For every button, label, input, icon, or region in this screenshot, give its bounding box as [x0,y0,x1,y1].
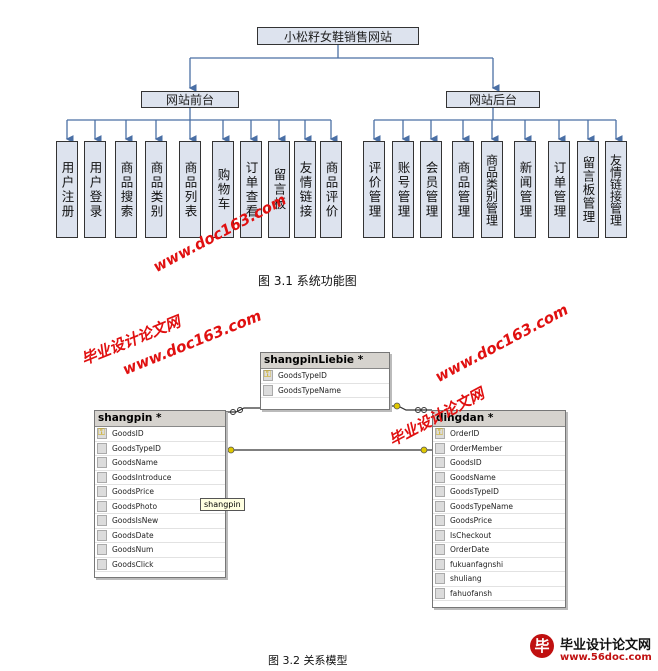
back-leaf: 评价管理 [363,141,385,238]
table-row: ⚿GoodsID [95,427,225,442]
figure1-caption: 图 3.1 系统功能图 [258,274,357,288]
table-shangpinliebie: shangpinLiebie * ⚿GoodsTypeID GoodsTypeN… [260,352,390,410]
key-icon: ⚿ [436,428,443,438]
back-leaf: 商品类别管理 [481,141,503,238]
table-row: GoodsPhoto [95,500,225,514]
front-node: 网站前台 [141,91,239,108]
back-leaf: 友情链接管理 [605,141,627,238]
table-row: GoodsPrice [433,514,565,529]
table-title: shangpin * [95,411,225,427]
table-row: GoodsPrice [95,485,225,500]
table-row: GoodsTypeID [95,442,225,456]
tooltip: shangpin [200,498,245,511]
table-title: dingdan * [433,411,565,427]
figure2-caption: 图 3.2 关系模型 [268,654,348,667]
front-leaf: 商品类别 [145,141,167,238]
table-row: OrderMember [433,442,565,456]
back-node: 网站后台 [446,91,540,108]
footer-url: www.56doc.com [560,652,652,663]
key-icon: ⚿ [98,428,105,438]
table-title: shangpinLiebie * [261,353,389,369]
table-shangpin: shangpin * ⚿GoodsID GoodsTypeID GoodsNam… [94,410,226,578]
table-dingdan: dingdan * ⚿OrderID OrderMember GoodsID G… [432,410,566,608]
front-leaf: 商品搜索 [115,141,137,238]
table-row: shuliang [433,572,565,587]
front-leaf: 用户登录 [84,141,106,238]
footer-title: 毕业设计论文网 [560,638,652,653]
back-leaf: 新闻管理 [514,141,536,238]
table-row: GoodsNum [95,543,225,558]
site-logo-icon: 毕 [530,634,554,658]
front-leaf: 商品列表 [179,141,201,238]
table-row: GoodsIsNew [95,514,225,529]
front-leaf: 订单查看 [240,141,262,238]
back-leaf: 账号管理 [392,141,414,238]
back-leaf: 商品管理 [452,141,474,238]
back-leaf: 订单管理 [548,141,570,238]
table-row: GoodsDate [95,529,225,543]
front-leaf: 购物车 [212,141,234,238]
table-row: GoodsClick [95,558,225,572]
back-leaf: 留言板管理 [577,141,599,238]
table-row: fukuanfagnshi [433,558,565,572]
table-row: ⚿GoodsTypeID [261,369,389,384]
table-row: GoodsName [95,456,225,471]
back-leaf: 会员管理 [420,141,442,238]
table-row: IsCheckout [433,529,565,543]
front-leaf: 留言板 [268,141,290,238]
table-row: OrderDate [433,543,565,558]
table-row: fahuofansh [433,587,565,601]
front-leaf: 用户注册 [56,141,78,238]
key-icon: ⚿ [264,370,271,380]
table-row: ⚿OrderID [433,427,565,442]
front-leaf: 商品评价 [320,141,342,238]
front-leaf: 友情链接 [294,141,316,238]
table-row: GoodsName [433,471,565,485]
table-row: GoodsTypeID [433,485,565,500]
root-node: 小松籽女鞋销售网站 [257,27,419,45]
table-row: GoodsTypeName [433,500,565,514]
tree-connectors [65,45,623,143]
table-row: GoodsID [433,456,565,471]
table-row: GoodsTypeName [261,384,389,398]
table-row: GoodsIntroduce [95,471,225,485]
